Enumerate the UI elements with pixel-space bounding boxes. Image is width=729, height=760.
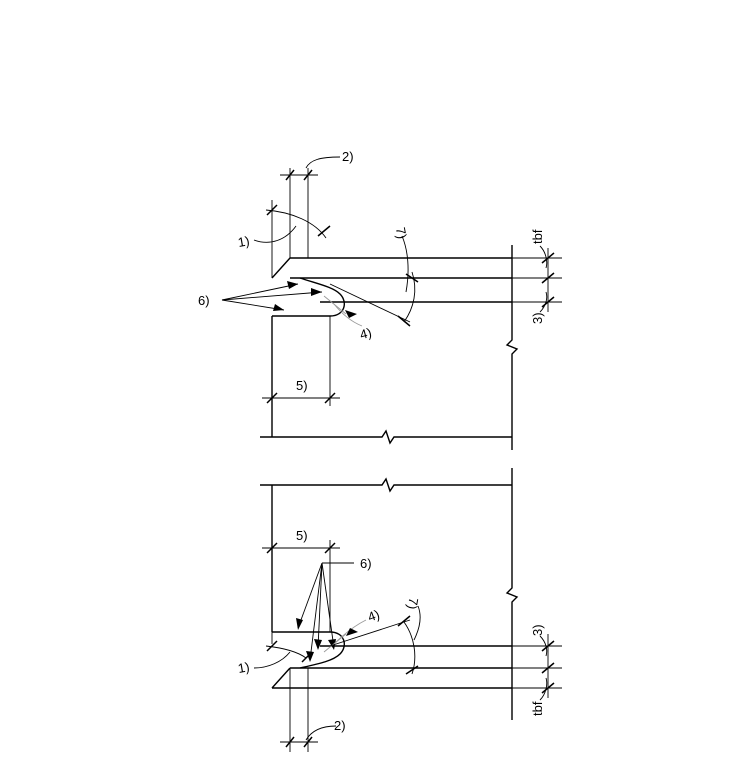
upper-dim4-leader (333, 303, 363, 327)
lower-dim6-leader-e (321, 562, 335, 649)
upper-tbf-tick-c (541, 296, 555, 308)
upper-dim7-leader (401, 235, 409, 293)
lower-label-6: 6) (360, 556, 372, 571)
lower-dim7-arc (403, 621, 416, 675)
lower-column-right-edge (505, 468, 519, 720)
lower-dim6-leader-b (297, 562, 323, 629)
lower-tbf-tick-b (541, 662, 555, 674)
upper-dim4-arrowhead (345, 310, 357, 318)
lower-dim6-leader-d (317, 562, 323, 649)
lower-web-top-edge (260, 477, 512, 493)
lower-tbf-leader (539, 677, 548, 701)
lower-dim6-arrowhead-c (314, 639, 322, 650)
lower-dim1-tick-b (301, 651, 313, 663)
upper-dim1-tick-a (266, 204, 278, 216)
lower-dim6-arrowhead-b (306, 651, 314, 662)
upper-label-tbf: tbf (530, 229, 545, 244)
upper-column-right-edge (505, 245, 519, 450)
lower-dim7-tick-a (397, 615, 411, 627)
upper-dim2-tick-b (303, 169, 313, 181)
upper-tbf-tick-b (541, 272, 555, 284)
upper-label-2: 2) (342, 149, 354, 164)
lower-label-3: 3) (530, 624, 545, 636)
upper-dim6-leader-a (221, 283, 299, 301)
upper-dim1-tick-b (317, 225, 331, 237)
upper-label-5: 5) (296, 378, 308, 393)
upper-label-1: 1) (237, 233, 251, 250)
lower-label-5: 5) (296, 528, 308, 543)
upper-dim6-leader-c (221, 299, 285, 311)
lower-label-2: 2) (334, 718, 346, 733)
upper-label-6: 6) (198, 293, 210, 308)
lower-dim2-leader (305, 725, 337, 741)
lower-label-tbf: tbf (530, 701, 545, 716)
upper-detail: 2) 1) 7) tbf 3) 5) (198, 149, 562, 450)
lower-dim7-tick-b (405, 665, 419, 675)
upper-access-hole-outline (272, 277, 346, 317)
lower-dim6-leader-c (309, 562, 323, 661)
upper-dim3-leader (539, 291, 548, 313)
upper-dim6-leader-b (221, 291, 323, 301)
lower-label-4: 4) (366, 607, 382, 625)
lower-dim7-leader (413, 605, 421, 641)
lower-dim5-tick-b (324, 542, 336, 554)
lower-dim4-arrowhead (346, 628, 358, 636)
upper-web-bottom-edge (260, 429, 512, 445)
lower-dim2-tick-a (285, 736, 295, 748)
lower-dim7-ray (329, 619, 411, 647)
lower-tbf-tick-a (541, 640, 555, 652)
upper-dim5-tick-a (266, 392, 278, 404)
upper-label-3: 3) (530, 312, 545, 324)
lower-flange-bottom-edge (271, 667, 512, 689)
upper-dim6-arrowhead-b (311, 288, 322, 296)
lower-label-7: 7) (405, 597, 422, 611)
upper-dim1-arc (265, 209, 327, 239)
lower-dim6-arrowhead-d (328, 639, 336, 650)
lower-dim1-leader (253, 651, 291, 669)
lower-detail: 5) 6) 1) 2) 4) (237, 468, 562, 752)
upper-tbf-tick-a (541, 252, 555, 264)
upper-dim2-leader (305, 156, 341, 169)
upper-dim5-tick-b (324, 392, 336, 404)
upper-dim7-ray (329, 283, 411, 323)
upper-dim1-leader (253, 225, 297, 243)
lower-tbf-tick-c (541, 682, 555, 694)
lower-dim5-tick-a (266, 542, 278, 554)
upper-label-4: 4) (358, 325, 373, 342)
upper-dim6-arrowhead-c (273, 304, 284, 311)
upper-dim6-arrowhead-a (287, 281, 298, 289)
lower-dim1-tick-a (266, 640, 278, 652)
upper-tbf-leader (539, 245, 548, 269)
upper-dim2-tick-a (285, 169, 295, 181)
upper-label-7: 7) (393, 226, 410, 240)
lower-access-hole-outline (272, 631, 346, 669)
lower-label-1: 1) (237, 659, 251, 676)
lower-dim6-arrowhead-a (296, 618, 303, 630)
upper-dim7-tick-b (397, 315, 411, 327)
upper-dim7-arc (403, 271, 416, 323)
upper-flange-top-edge (271, 257, 512, 279)
lower-dim2-tick-b (303, 736, 313, 748)
lower-dim3-leader (539, 635, 548, 657)
